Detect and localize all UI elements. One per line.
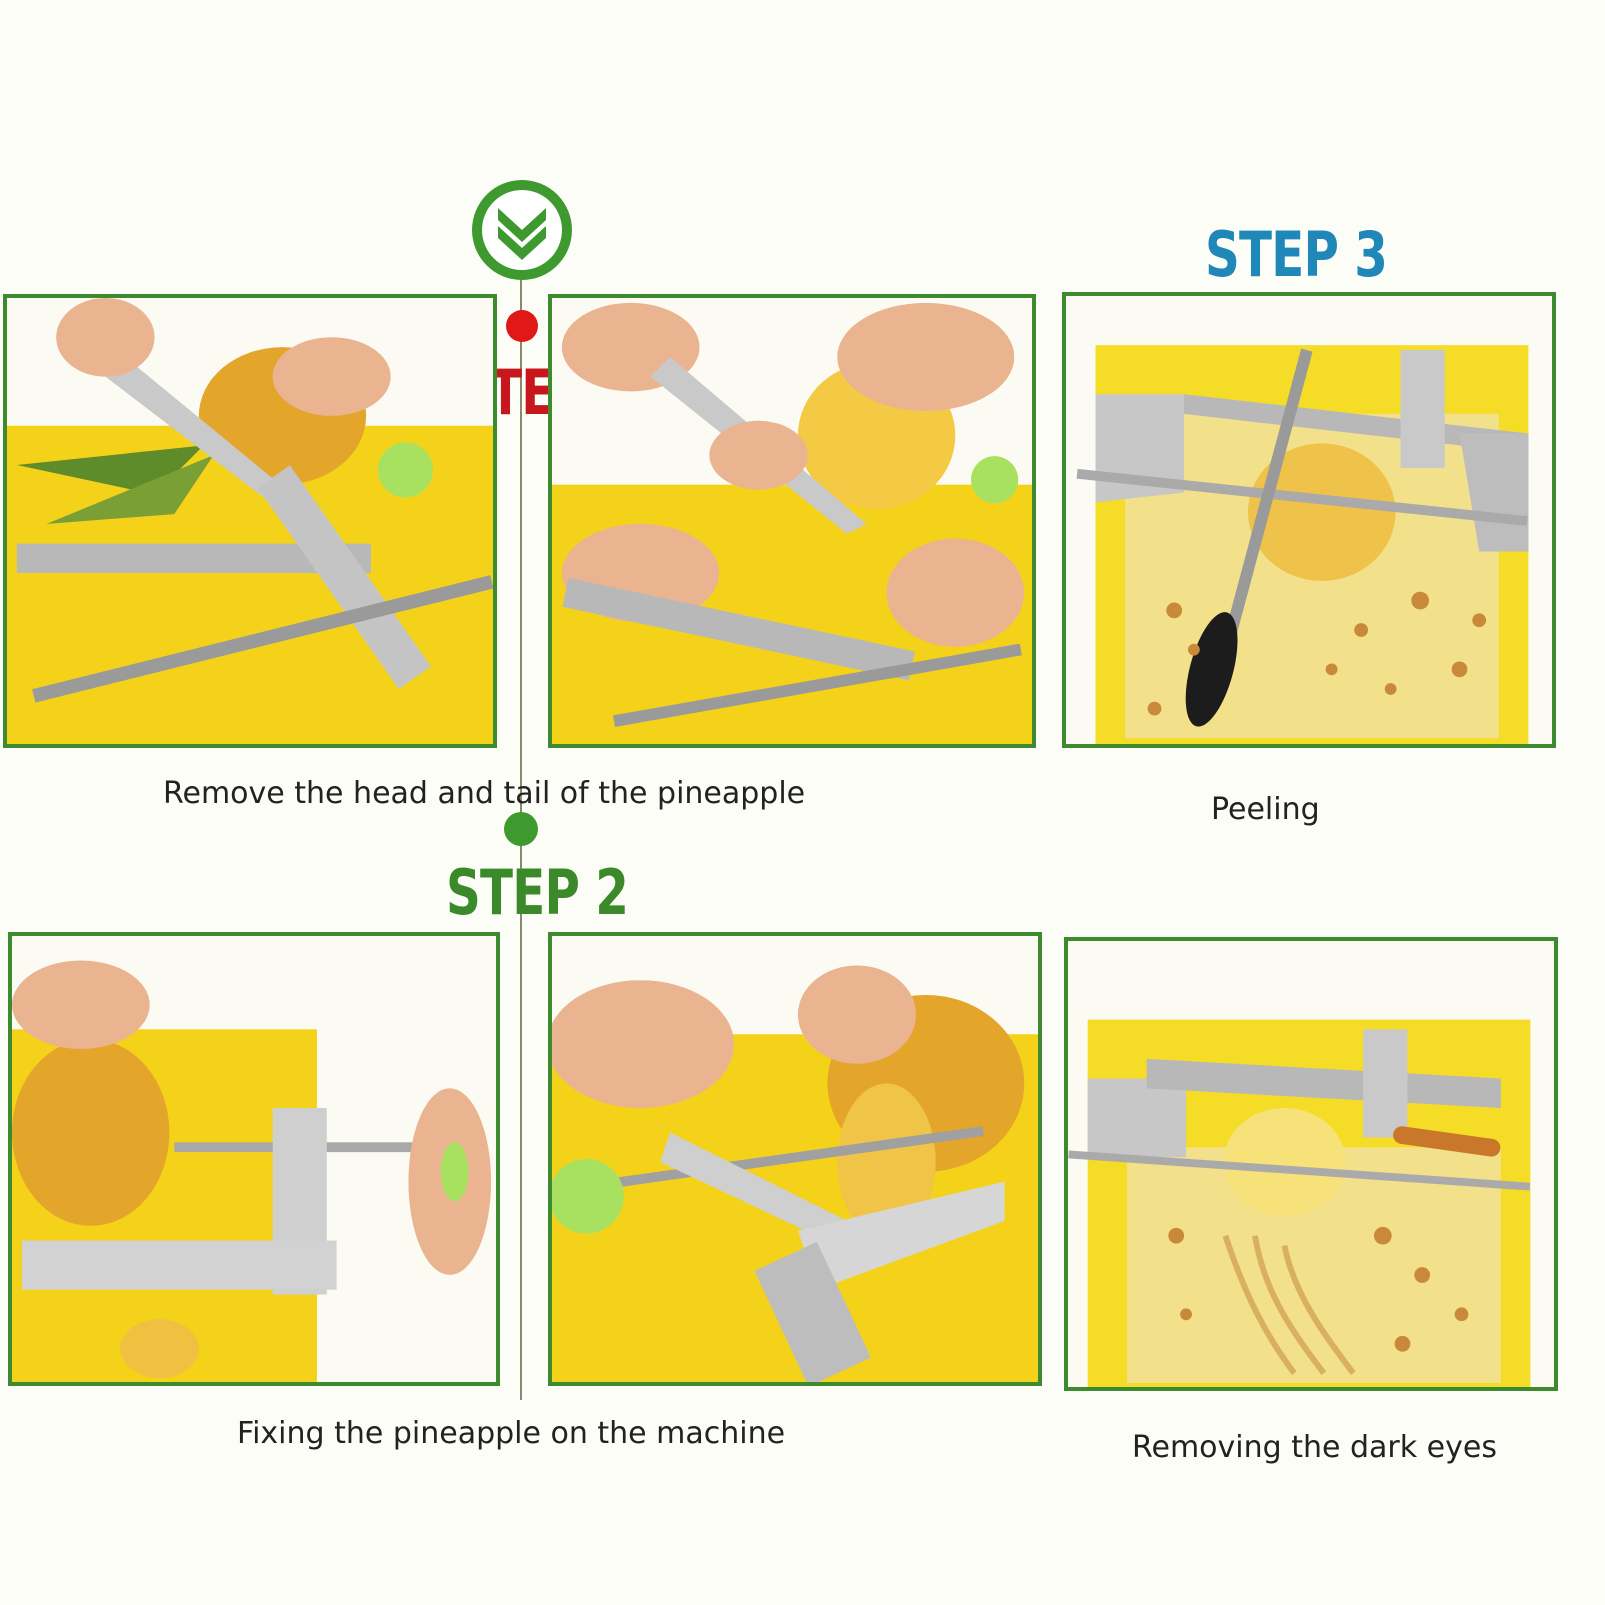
step1-caption: Remove the head and tail of the pineappl…: [163, 776, 806, 811]
step2-label: STEP 2: [446, 856, 629, 929]
timeline-dot-step1: [506, 310, 538, 342]
photo-step3-peeling: [1062, 292, 1556, 748]
step3-caption-peeling: Peeling: [1211, 792, 1320, 827]
photo-step2-mount: [8, 932, 500, 1386]
step3-label: STEP 3: [1205, 218, 1388, 291]
step3-caption-remove-eyes: Removing the dark eyes: [1132, 1430, 1497, 1465]
photo-step1-cut-head: [3, 294, 497, 748]
chevron-down-icon: [470, 178, 574, 282]
timeline-dot-step2: [504, 812, 538, 846]
photo-step1-cut-tail: [548, 294, 1036, 748]
photo-step3-remove-eyes: [1064, 937, 1558, 1391]
photo-step2-secure: [548, 932, 1042, 1386]
step2-caption: Fixing the pineapple on the machine: [237, 1416, 786, 1451]
